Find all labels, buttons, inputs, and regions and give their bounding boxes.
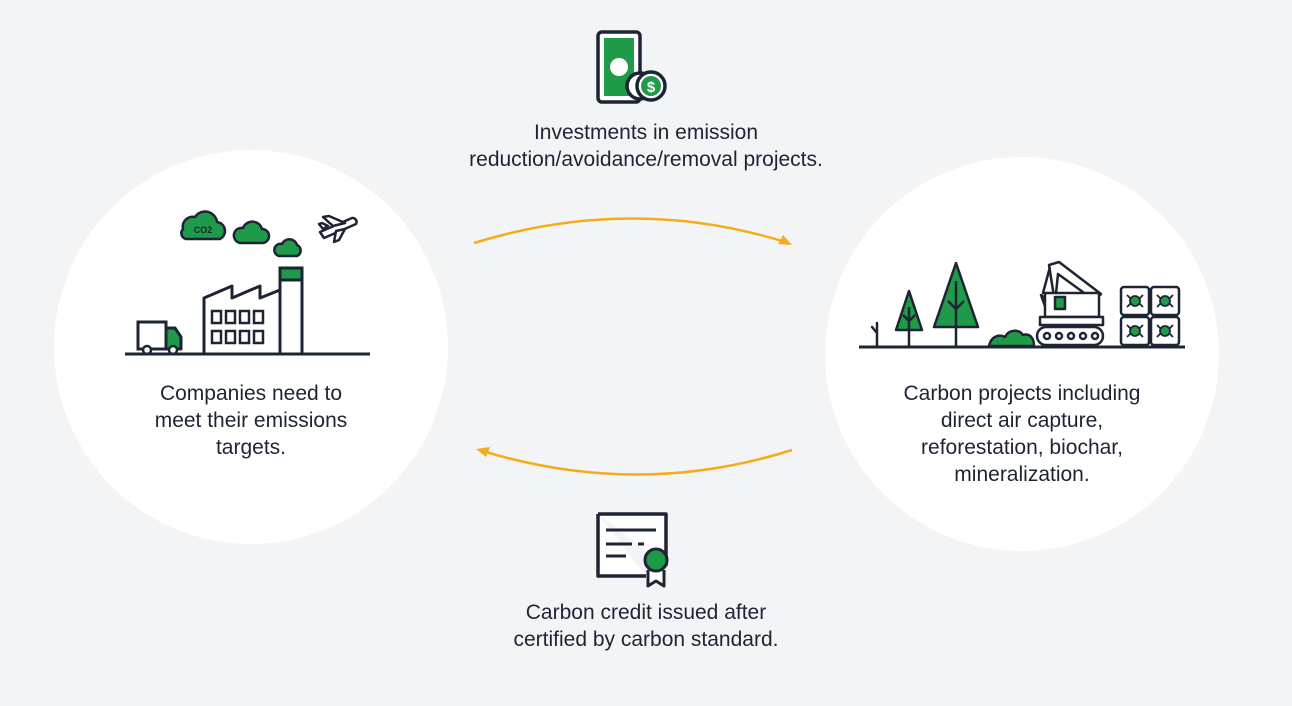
money-icon: $ xyxy=(596,30,667,104)
carbon-projects-label-line-3: reforestation, biochar, xyxy=(921,436,1123,459)
carbon-credit-label-line-1: Carbon credit issued after xyxy=(525,601,767,624)
companies-label-line-3: targets. xyxy=(215,436,287,459)
tall-tree-icon xyxy=(932,261,980,347)
carbon-projects-label: Carbon projects including direct air cap… xyxy=(860,380,1184,488)
biochar-pile-icon xyxy=(987,329,1036,348)
investment-label-line-1: Investments in emission xyxy=(533,121,759,144)
credit-flow-arrow xyxy=(476,447,793,476)
companies-label: Companies need to meet their emissions t… xyxy=(100,380,402,461)
dollar-symbol: $ xyxy=(647,79,656,96)
direct-air-capture-icon xyxy=(1119,285,1181,347)
companies-label-line-1: Companies need to xyxy=(159,382,343,405)
carbon-projects-label-line-2: direct air capture, xyxy=(940,409,1104,432)
investment-label-line-2: reduction/avoidance/removal projects. xyxy=(469,148,823,171)
certificate-icon xyxy=(596,512,669,588)
carbon-credit-label-line-2: certified by carbon standard. xyxy=(513,628,779,651)
excavator-icon xyxy=(1035,260,1105,347)
companies-label-line-2: meet their emissions xyxy=(154,409,348,432)
airplane-icon xyxy=(317,214,358,244)
carbon-projects-label-line-4: mineralization. xyxy=(954,463,1090,486)
carbon-projects-label-line-1: Carbon projects including xyxy=(903,382,1141,405)
svg-text:CO2: CO2 xyxy=(194,225,213,235)
small-cloud-icon xyxy=(273,238,302,258)
factory-icon: CO2 xyxy=(125,210,370,356)
investment-flow-arrow xyxy=(473,217,792,245)
co2-cloud-icon: CO2 xyxy=(180,210,227,241)
carbon-projects-circle xyxy=(825,157,1219,551)
tree-icon xyxy=(894,289,924,347)
investment-label: Investments in emission reduction/avoida… xyxy=(400,119,892,173)
carbon-credit-label: Carbon credit issued after certified by … xyxy=(400,599,892,653)
cloud-icon xyxy=(232,220,271,245)
truck-icon xyxy=(136,320,183,356)
forest-excavator-icon xyxy=(859,260,1185,349)
